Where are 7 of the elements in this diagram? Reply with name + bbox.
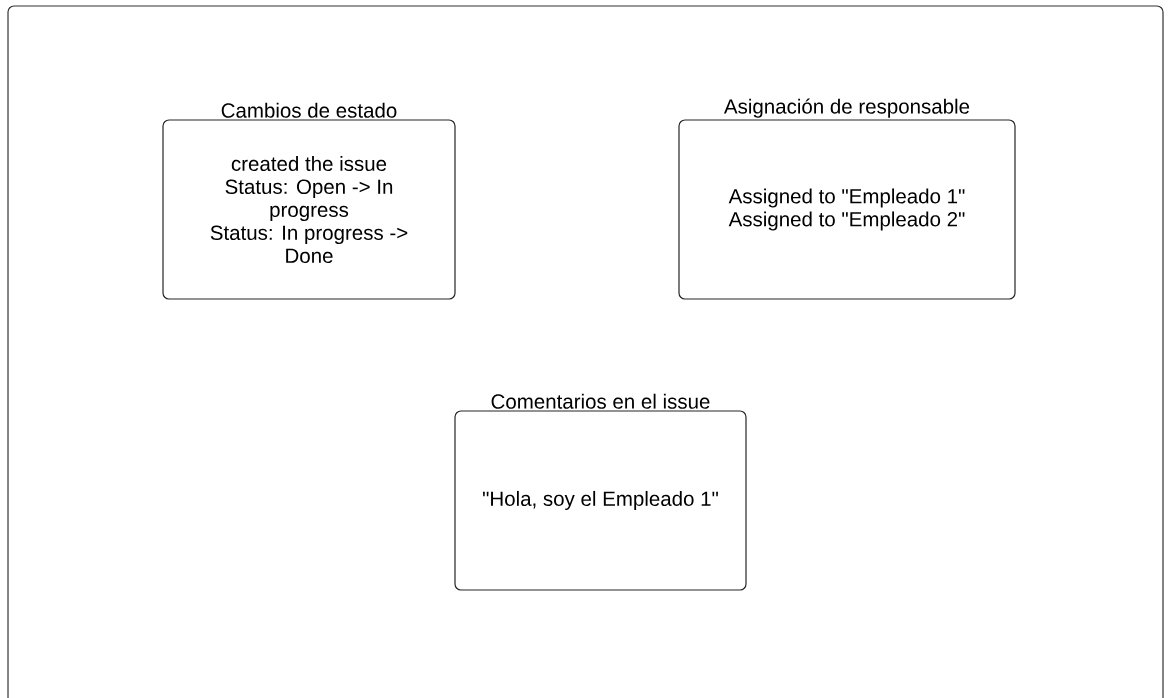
box-heading: Cambios de estado (221, 102, 397, 118)
box-heading: Comentarios en el issue (491, 393, 710, 409)
text-box: created the issue Status: Open -> In progress Status: In progress -> Done (162, 119, 456, 300)
box-heading: Asignación de responsable (723, 98, 970, 118)
text-box: Assigned to "Empleado 1" Assigned to "Empleado 2" (678, 119, 1016, 300)
frame (7, 5, 1164, 698)
text-box: "Hola, soy el Empleado 1" (454, 410, 747, 591)
